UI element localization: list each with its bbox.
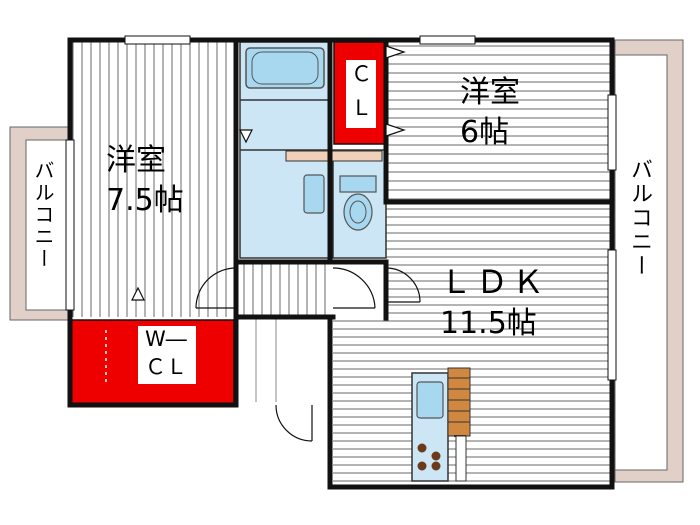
kitchen-sink [416,381,444,419]
closet-label-cl-1: Ｃ [351,62,372,86]
ldk-lower-floor [333,318,393,487]
balcony-right-label: バルコニー [627,158,652,278]
closet-label-cl-2: Ｌ [351,96,372,120]
stove [417,443,441,471]
hall-floor [236,262,333,317]
wash-basin [303,174,325,214]
western-room-6-floor [386,40,612,202]
storage-shelf [285,150,383,162]
closet-label-wcl-1: W― [145,327,187,351]
closet-label-wcl-2: ＣＬ [145,355,187,379]
entrance-floor [236,317,333,402]
room-size-western-6: 6帖 [460,115,510,150]
room-label-western-75: 洋室 [106,143,166,178]
western-room-75-floor [70,40,236,317]
toilet-tank [339,175,377,193]
windows [65,35,617,381]
doors [131,45,421,442]
room-label-ldk: ＬＤＫ [440,263,549,301]
room-size-western-75: 7.5帖 [106,183,184,218]
room-size-ldk: 11.5帖 [440,306,537,341]
balcony-left-label: バルコニー [31,160,55,270]
room-label-western-6: 洋室 [460,75,520,110]
